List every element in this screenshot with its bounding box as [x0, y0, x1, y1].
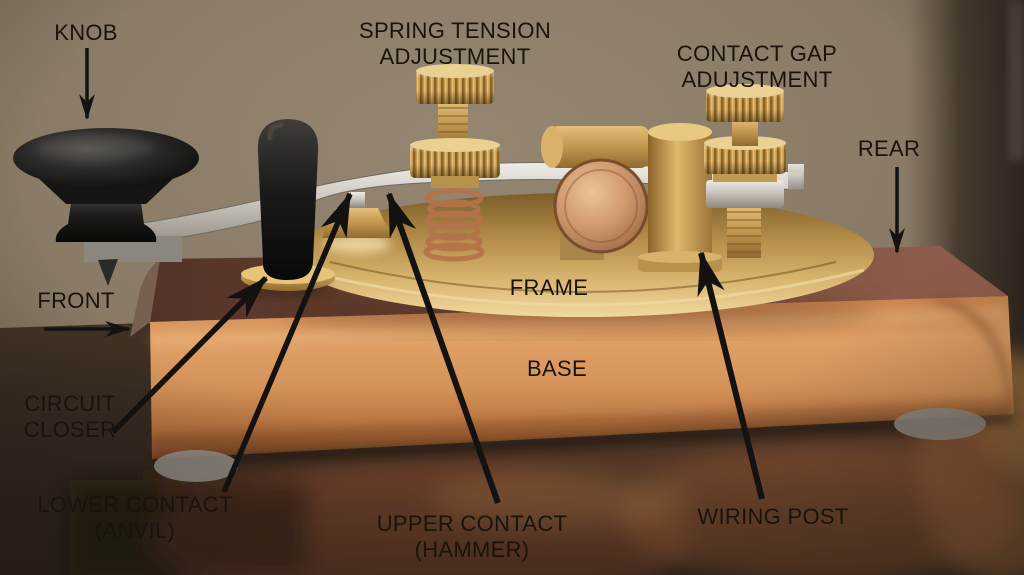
label-spring-tension-adjustment: SPRING TENSION ADJUSTMENT	[358, 18, 552, 69]
circuit-closer-arrow	[111, 276, 268, 434]
label-circuit-closer: CIRCUIT CLOSER	[23, 391, 117, 442]
label-rear: REAR	[857, 136, 921, 161]
wiring-post-arrow	[697, 251, 765, 500]
label-lower-contact: LOWER CONTACT (ANVIL)	[37, 492, 233, 543]
label-knob: KNOB	[54, 20, 118, 45]
label-frame: FRAME	[509, 275, 589, 300]
lower-contact-arrow	[221, 192, 353, 494]
label-front: FRONT	[37, 288, 115, 313]
label-contact-gap-adjustment: CONTACT GAP ADUJSTMENT	[676, 41, 838, 92]
label-upper-contact: UPPER CONTACT (HAMMER)	[376, 511, 568, 562]
label-wiring-post: WIRING POST	[697, 504, 849, 529]
label-base: BASE	[527, 356, 587, 381]
upper-contact-arrow	[386, 192, 501, 504]
